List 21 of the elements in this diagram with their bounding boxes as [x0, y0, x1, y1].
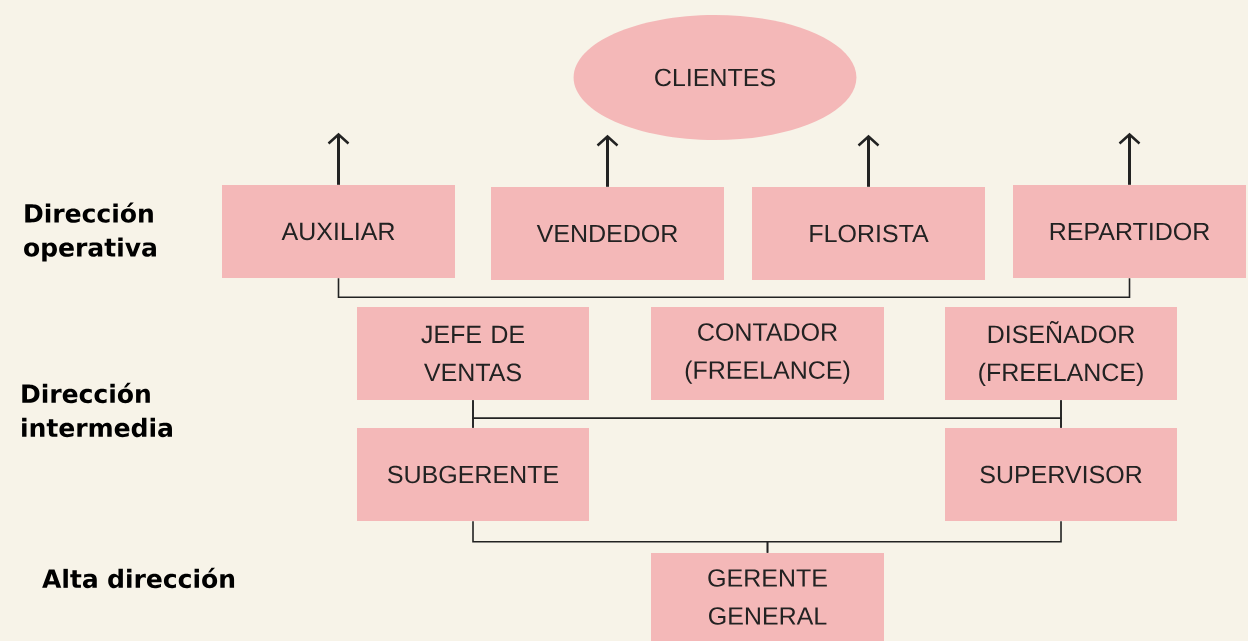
role-box: DISEÑADOR (FREELANCE) [945, 307, 1177, 400]
level-label: Dirección intermedia [22, 382, 172, 438]
role-box: GERENTE GENERAL [651, 553, 884, 641]
role-box: REPARTIDOR [1013, 185, 1246, 278]
role-box: AUXILIAR [222, 185, 455, 278]
arrow [327, 132, 350, 185]
arrow [857, 134, 880, 187]
role-box: SUPERVISOR [945, 428, 1177, 521]
role-box: JEFE DE VENTAS [357, 307, 589, 400]
level-label: Alta dirección [42, 567, 235, 589]
ellipse-node: CLIENTES [573, 15, 857, 140]
arrow [1118, 132, 1141, 185]
role-box: CONTADOR (FREELANCE) [651, 307, 884, 400]
connector-line [472, 399, 1062, 429]
arrow [596, 134, 619, 187]
role-box: VENDEDOR [491, 187, 724, 280]
level-label: Dirección operativa [24, 202, 156, 262]
connector-line [337, 277, 1131, 298]
role-box: SUBGERENTE [357, 428, 589, 521]
connector-line [766, 520, 1062, 554]
role-box: FLORISTA [752, 187, 985, 280]
